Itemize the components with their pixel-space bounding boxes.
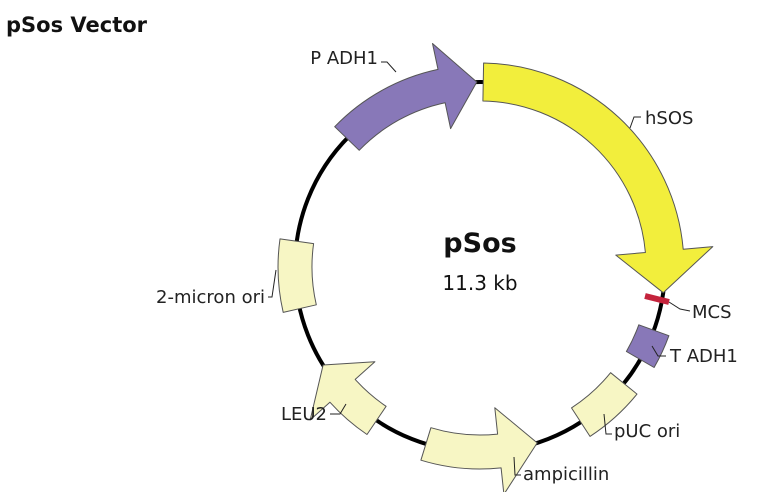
plasmid-size: 11.3 kb xyxy=(442,271,517,295)
puc-ori-leader xyxy=(603,413,612,435)
mcs-leader xyxy=(668,301,691,312)
p-adh1-label: P ADH1 xyxy=(310,48,378,69)
ampicillin-leader xyxy=(513,456,521,476)
mcs-marker xyxy=(644,293,670,305)
page-title: pSos Vector xyxy=(6,13,148,37)
puc-ori-block xyxy=(571,372,638,437)
leu2-gene-arrow xyxy=(309,361,387,435)
hsos-leader xyxy=(629,116,641,129)
t-adh1-leader xyxy=(651,345,666,357)
leu2-label: LEU2 xyxy=(281,404,327,425)
leu2-leader xyxy=(330,403,347,415)
puc-ori-label: pUC ori xyxy=(614,421,680,442)
mcs-label: MCS xyxy=(692,302,732,323)
two-micron-leader xyxy=(268,269,277,298)
hsos-gene-arrow xyxy=(482,62,714,294)
p-adh1-leader xyxy=(381,61,397,73)
two-micron-ori-block xyxy=(277,238,317,313)
t-adh1-label: T ADH1 xyxy=(669,346,738,367)
ampicillin-label: ampicillin xyxy=(523,464,609,485)
hsos-label: hSOS xyxy=(645,108,693,129)
t-adh1-terminator-block xyxy=(625,324,670,368)
two-micron-label: 2-micron ori xyxy=(156,287,265,308)
ampicillin-gene-arrow xyxy=(420,407,538,492)
p-adh1-promoter-arrow xyxy=(334,43,478,151)
plasmid-name: pSos xyxy=(443,228,516,259)
